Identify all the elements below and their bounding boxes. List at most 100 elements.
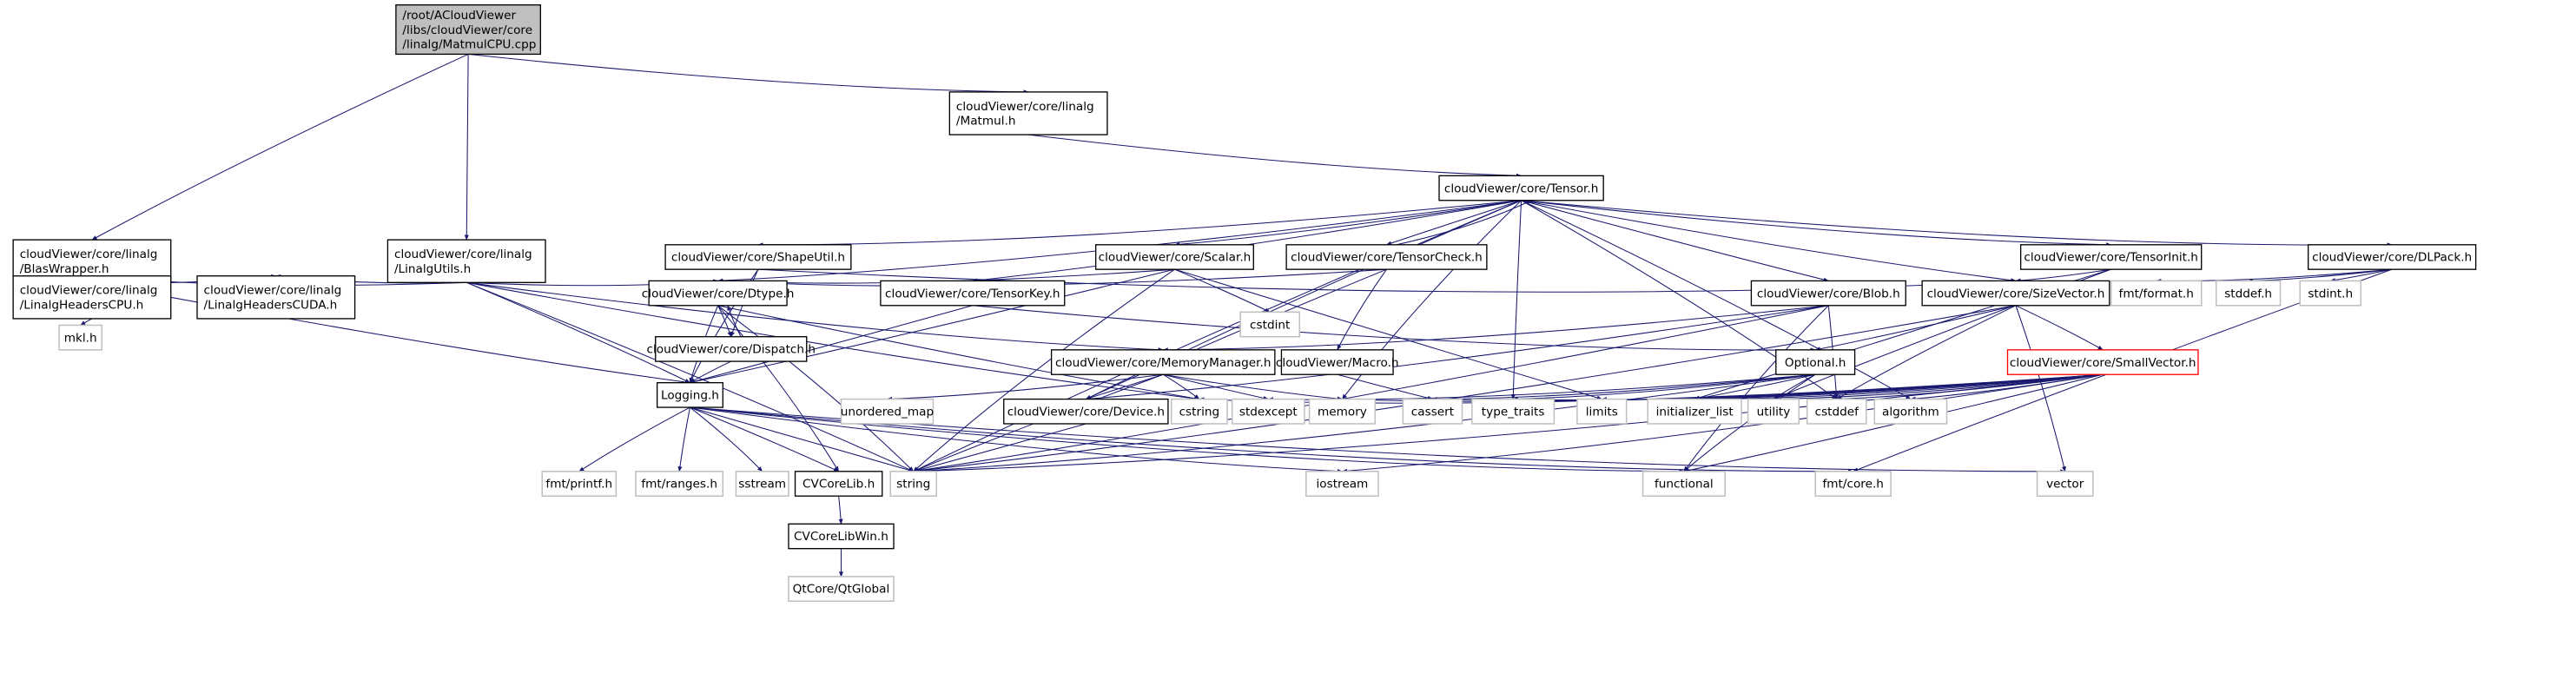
node-label: utility	[1757, 406, 1791, 419]
node-shapeutil[interactable]: cloudViewer/core/ShapeUtil.h	[664, 244, 852, 270]
node-label: fmt/format.h	[2119, 287, 2194, 300]
node-box	[635, 471, 724, 497]
node-logging[interactable]: Logging.h	[656, 382, 723, 408]
node-box	[2308, 244, 2477, 270]
edge-dtype-to-cvcorelib	[717, 305, 840, 472]
node-box	[1750, 280, 1906, 307]
node-label: /LinalgHeadersCPU.h	[20, 298, 144, 312]
node-label: cstdint	[1250, 318, 1291, 332]
node-tensorkey[interactable]: cloudViewer/core/TensorKey.h	[880, 280, 1066, 307]
node-box	[1471, 398, 1556, 425]
node-label: Optional.h	[1785, 356, 1846, 370]
node-label: vector	[2046, 478, 2084, 492]
node-label: /BlasWrapper.h	[20, 262, 109, 276]
node-label: cloudViewer/core/linalg	[956, 100, 1094, 114]
node-dtype[interactable]: cloudViewer/core/Dtype.h	[642, 280, 795, 307]
node-dlpack[interactable]: cloudViewer/core/DLPack.h	[2308, 244, 2477, 270]
node-label: fmt/core.h	[1822, 478, 1883, 492]
node-box	[1806, 398, 1867, 425]
node-linutils[interactable]: cloudViewer/core/linalg/LinalgUtils.h	[386, 239, 546, 283]
edge-sizevector-to-smallvector	[2015, 305, 2104, 351]
node-matmul[interactable]: cloudViewer/core/linalg/Matmul.h	[948, 91, 1108, 135]
edge-scalar-to-cstdint	[1174, 268, 1271, 313]
edge-blob-to-functional	[1683, 305, 1829, 472]
edge-linutils-to-cstring	[466, 281, 1200, 401]
node-box	[1231, 398, 1305, 425]
node-label: stddef.h	[2224, 287, 2272, 300]
node-box	[840, 398, 935, 425]
edge-tensorcheck-to-device	[1085, 268, 1387, 400]
node-cvcorelib[interactable]: CVCoreLib.h	[794, 471, 883, 497]
edge-root-to-blas	[91, 53, 469, 241]
node-optional[interactable]: Optional.h	[1775, 349, 1856, 375]
node-box	[948, 91, 1108, 135]
node-cvcorelibwin[interactable]: CVCoreLibWin.h	[788, 523, 895, 550]
node-box	[1647, 398, 1742, 425]
edge-tensor-to-type_traits	[1510, 200, 1522, 400]
edge-tensor-to-scalar	[1173, 200, 1522, 247]
node-label: sstream	[738, 478, 786, 492]
node-box	[664, 244, 852, 270]
node-label: cloudViewer/core/Dtype.h	[642, 287, 795, 300]
node-qtglobal: QtCore/QtGlobal	[788, 576, 895, 602]
edges-layer	[80, 53, 2393, 578]
node-box	[2006, 349, 2199, 375]
edge-memmgr-to-device	[1085, 373, 1164, 400]
node-label: /root/ACloudViewer	[402, 9, 516, 23]
node-sizevector[interactable]: cloudViewer/core/SizeVector.h	[1921, 280, 2110, 307]
node-fmtranges: fmt/ranges.h	[635, 471, 724, 497]
node-fmtprintf: fmt/printf.h	[541, 471, 618, 497]
node-memmgr[interactable]: cloudViewer/core/MemoryManager.h	[1050, 349, 1276, 375]
node-box	[2215, 280, 2282, 307]
edge-sizevector-to-cstddef	[1836, 305, 2017, 400]
edge-tensor-to-dlpack	[1521, 200, 2393, 248]
edge-matmul-to-tensor	[1028, 134, 1522, 178]
node-box	[656, 382, 723, 408]
edge-blob-to-memmgr	[1162, 305, 1829, 353]
node-box	[2110, 280, 2203, 307]
node-scalar[interactable]: cloudViewer/core/Scalar.h	[1095, 244, 1254, 270]
node-label: /LinalgHeadersCUDA.h	[204, 298, 338, 312]
node-smallvector[interactable]: cloudViewer/core/SmallVector.h	[2006, 349, 2199, 375]
node-dispatch[interactable]: cloudViewer/core/Dispatch.h	[646, 336, 816, 362]
node-cstdint: cstdint	[1239, 311, 1300, 338]
node-label: Logging.h	[661, 389, 719, 403]
edge-linutils-to-memmgr	[466, 281, 1164, 353]
edge-smallvector-to-iostream	[1341, 373, 2104, 473]
node-root[interactable]: /root/ACloudViewer/libs/cloudViewer/core…	[395, 4, 541, 56]
node-box	[648, 280, 788, 307]
node-blob[interactable]: cloudViewer/core/Blob.h	[1750, 280, 1906, 307]
edge-linutils-to-logging	[466, 281, 691, 384]
node-box	[1170, 398, 1228, 425]
node-macro[interactable]: cloudViewer/Macro.h	[1276, 349, 1399, 375]
node-hcuda[interactable]: cloudViewer/core/linalg/LinalgHeadersCUD…	[196, 275, 356, 320]
node-box	[880, 280, 1066, 307]
node-tensorcheck[interactable]: cloudViewer/core/TensorCheck.h	[1285, 244, 1488, 270]
node-label: stdexcept	[1239, 406, 1298, 419]
node-functional: functional	[1641, 471, 1726, 497]
edge-tensorcheck-to-macro	[1337, 268, 1387, 351]
node-label: cloudViewer/core/Tensor.h	[1444, 182, 1598, 195]
node-vector: vector	[2036, 471, 2094, 497]
node-label: cloudViewer/core/TensorKey.h	[885, 287, 1060, 300]
node-device[interactable]: cloudViewer/core/Device.h	[1003, 398, 1169, 425]
edge-dtype-to-dispatch	[717, 305, 732, 338]
node-label: QtCore/QtGlobal	[793, 583, 890, 597]
edge-tensor-to-shapeutil	[757, 200, 1522, 248]
node-box	[386, 239, 546, 283]
node-label: initializer_list	[1656, 406, 1734, 419]
edge-memmgr-to-unordered_map	[886, 373, 1164, 401]
node-string: string	[889, 471, 937, 497]
edge-logging-to-vector	[690, 406, 2066, 474]
node-tensorinit[interactable]: cloudViewer/core/TensorInit.h	[2019, 244, 2203, 270]
node-hcpu[interactable]: cloudViewer/core/linalg/LinalgHeadersCPU…	[12, 275, 172, 320]
node-label: cloudViewer/core/Device.h	[1007, 406, 1165, 419]
node-label: cloudViewer/core/linalg	[20, 248, 158, 261]
edge-tensor-to-tensorcheck	[1385, 200, 1522, 246]
edge-memmgr-to-memory	[1163, 373, 1344, 401]
edge-tensorkey-to-logging	[689, 305, 973, 384]
edge-memmgr-to-stdexcept	[1163, 373, 1269, 400]
edge-sizevector-to-optional	[1814, 305, 2017, 352]
node-label: cloudViewer/core/DLPack.h	[2312, 251, 2472, 265]
node-tensor[interactable]: cloudViewer/core/Tensor.h	[1438, 175, 1604, 201]
